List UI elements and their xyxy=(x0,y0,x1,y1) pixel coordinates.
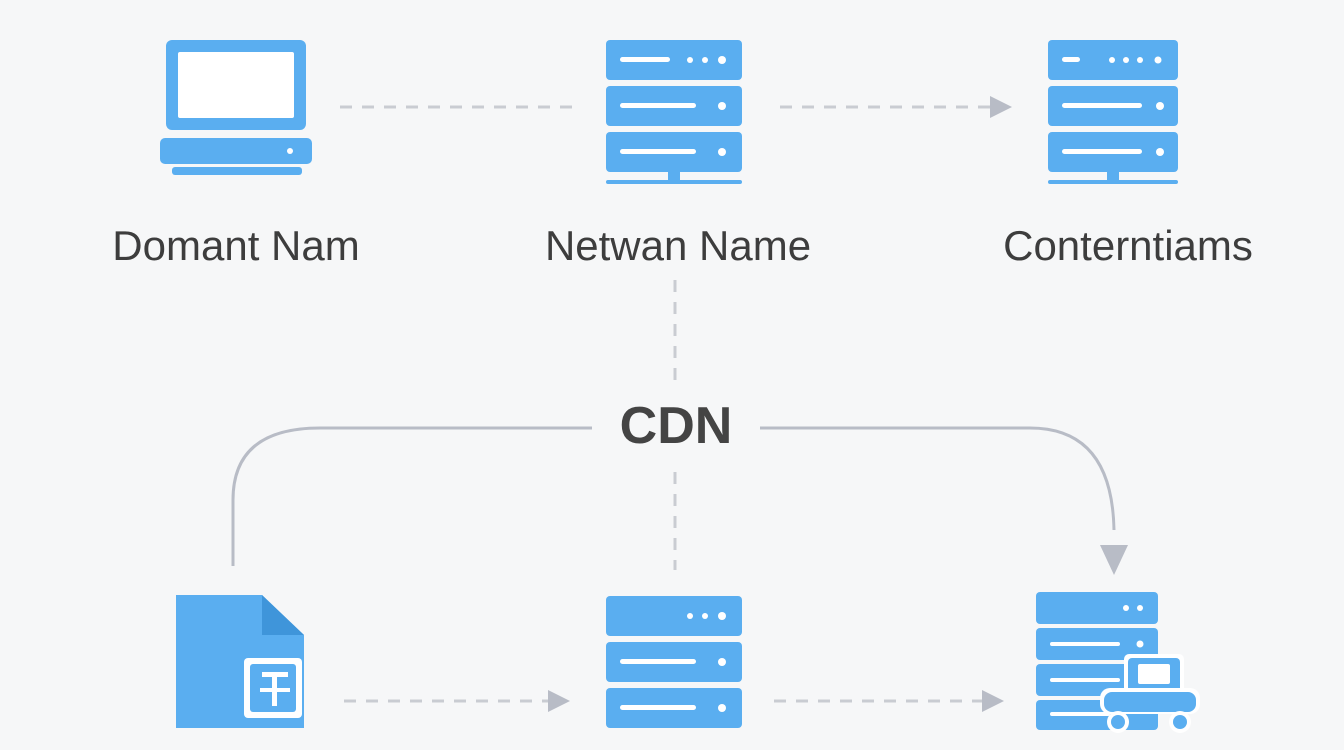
server-with-vehicle-icon xyxy=(1036,592,1200,733)
node-label-domain: Domant Nam xyxy=(112,222,360,269)
cdn-arc-left xyxy=(231,426,592,566)
arrowhead xyxy=(548,690,570,712)
cdn-label: CDN xyxy=(619,397,733,455)
arrowhead xyxy=(1100,545,1128,575)
arrowhead xyxy=(982,690,1004,712)
server-icon xyxy=(606,596,742,728)
arrowhead xyxy=(990,96,1012,118)
server-icon xyxy=(1048,40,1178,184)
document-icon xyxy=(176,595,304,728)
server-icon xyxy=(606,40,742,184)
node-label-network: Netwan Name xyxy=(544,222,812,269)
cdn-arc-right xyxy=(760,426,1116,531)
node-label-content: Conterntiams xyxy=(1003,222,1253,269)
laptop-icon xyxy=(160,40,312,175)
